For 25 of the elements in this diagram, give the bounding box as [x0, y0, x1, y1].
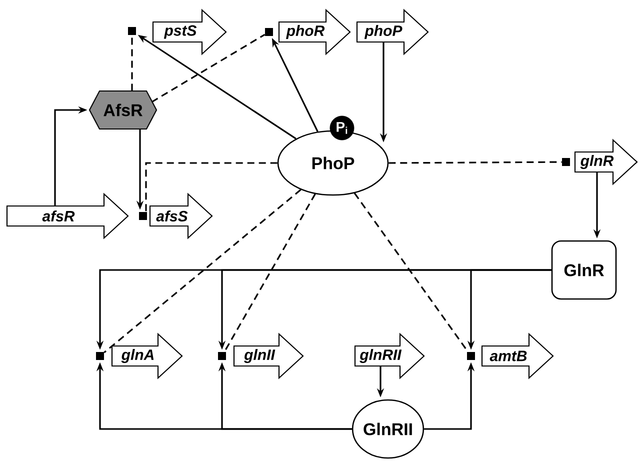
gene-block: glnR: [574, 138, 638, 186]
protein-box: GlnR: [551, 240, 617, 300]
gene-block: pstS: [152, 8, 227, 56]
gene-block: phoP: [356, 8, 429, 56]
dashed-line: [104, 189, 302, 354]
promoter-square: [139, 212, 147, 220]
gene-block: glnII: [233, 332, 304, 380]
promoter-square: [562, 158, 570, 166]
gene-block: afsS: [149, 192, 213, 240]
gene-block: phoR: [278, 8, 351, 56]
promoter-square: [96, 352, 104, 360]
promoter-square: [218, 352, 226, 360]
gene-block: amtB: [481, 332, 554, 380]
promoter-square: [265, 28, 273, 36]
dashed-line: [131, 35, 133, 91]
dashed-line: [388, 161, 562, 164]
gene-block: glnRII: [354, 332, 425, 380]
dashed-line: [224, 194, 316, 352]
dashed-line: [145, 162, 278, 212]
gene-block: glnA: [111, 332, 183, 380]
promoter-square: [128, 27, 136, 35]
protein-hexagon: AfsR: [88, 90, 158, 130]
gene-block: afsR: [6, 192, 129, 240]
promoter-square: [467, 352, 475, 360]
dashed-line: [151, 34, 266, 103]
